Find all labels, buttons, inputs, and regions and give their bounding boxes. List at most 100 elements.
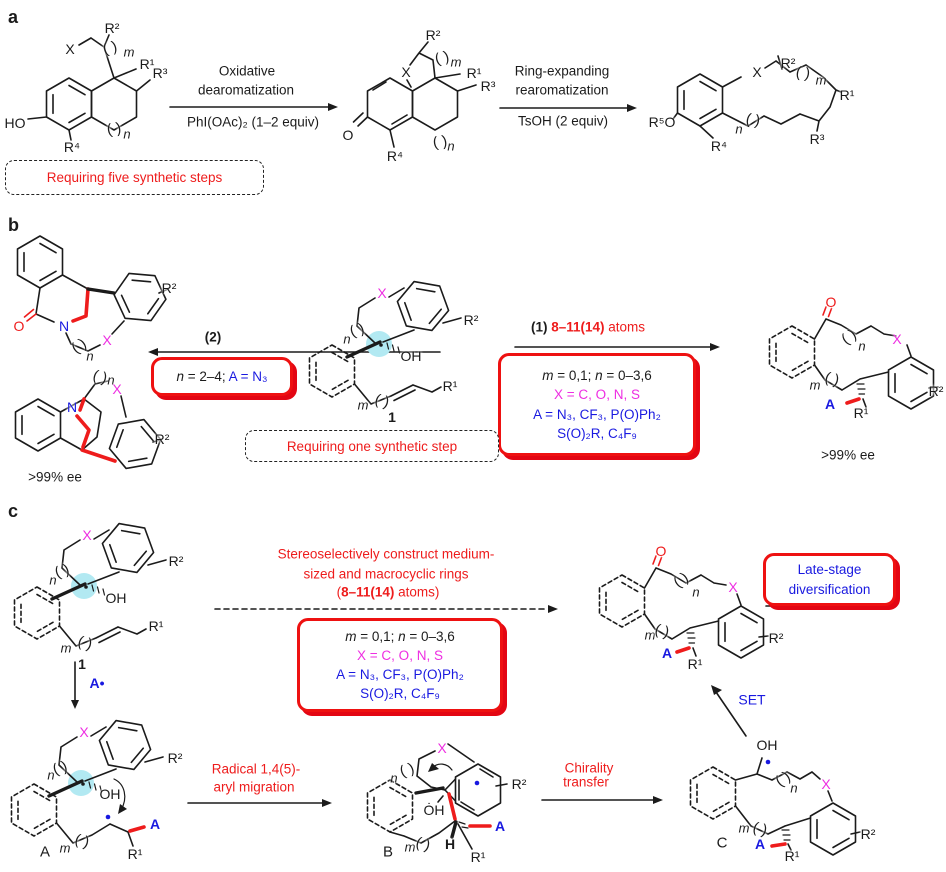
atom-label: X (892, 331, 902, 347)
atom-label: A (661, 645, 673, 661)
atom-label: N (66, 399, 78, 415)
scope-b-line2: X = C, O, N, S (554, 387, 640, 403)
atom-label: HO (4, 115, 26, 131)
atom-label: OH (105, 590, 127, 606)
oxidative-line2: dearomatization (197, 82, 295, 98)
radical-migration-line1: Radical 1,4(5)- (211, 761, 301, 777)
scope-box-b: m = 0,1; n = 0–3,6 X = C, O, N, S A = N₃… (498, 353, 696, 456)
atom-label: m (809, 377, 821, 393)
atom-label: m (404, 839, 416, 855)
scope-b-line4: S(O)₂R, C₄F₉ (557, 425, 637, 441)
atom-label: X (821, 776, 831, 792)
chirality-transfer-line2: transfer (563, 774, 609, 790)
atom-label: n (390, 770, 398, 786)
atom-label: O (13, 318, 25, 334)
atom-label: m (59, 840, 71, 856)
note-five-steps-box: Requiring five synthetic steps (5, 160, 264, 195)
atom-label: n (858, 338, 866, 354)
atom-label: m (357, 397, 369, 413)
atom-label: OH (99, 786, 121, 802)
rearomatization-line2: rearomatization (515, 82, 609, 98)
atom-label: ȮH (423, 802, 445, 818)
scope-c-line2: X = C, O, N, S (357, 647, 443, 663)
atom-label: R² (167, 750, 183, 766)
atom-label: R³ (809, 131, 825, 147)
note-one-step: Requiring one synthetic step (286, 438, 458, 454)
atom-label: R⁴ (63, 139, 81, 155)
atom-label: A (824, 396, 836, 412)
atom-label: C (716, 834, 728, 852)
structure-b-product (770, 307, 939, 409)
atom-label: R⁵O (648, 114, 676, 130)
structure-a-dienone (352, 41, 477, 148)
scope-c-line1: m = 0,1; n = 0–3,6 (345, 628, 455, 644)
late-stage-line1: Late-stage (797, 562, 862, 578)
atom-label: A (39, 843, 51, 861)
structure-c-B (366, 743, 508, 850)
set-label: SET (738, 691, 766, 708)
atom-label: m (644, 627, 656, 643)
arrow-set (711, 685, 747, 737)
atom-label: R¹ (442, 378, 458, 394)
atom-label: R³ (152, 65, 168, 81)
oxidative-reagent: PhI(OAc)₂ (1–2 equiv) (186, 114, 320, 130)
scope-c-line3: A = N₃, CF₃, P(O)Ph₂ (336, 667, 464, 682)
atom-label: H (444, 836, 456, 852)
atom-label: R² (780, 55, 796, 71)
atom-label: R² (104, 20, 120, 36)
atom-label: m (60, 640, 72, 656)
atom-label: O (825, 294, 837, 310)
oxidative-line1: Oxidative (218, 63, 276, 79)
atom-label: B (382, 843, 394, 861)
arrow-a1 (169, 103, 338, 111)
atom-label: n (692, 584, 700, 600)
atom-label: R¹ (470, 849, 486, 865)
atom-label: X (112, 381, 122, 397)
atom-label: X (65, 41, 75, 57)
atom-label: R¹ (148, 618, 164, 634)
atom-label: ( ) (744, 110, 762, 130)
atom-label: n (447, 138, 455, 154)
atom-label: n (86, 348, 94, 364)
atom-label: ( ) (794, 63, 812, 83)
atom-label: A• (89, 675, 105, 691)
atom-label: R¹ (853, 405, 869, 421)
structure-a-start (27, 34, 151, 141)
atom-label: R¹ (466, 65, 482, 81)
atom-label: A (754, 836, 766, 852)
route2-conditions: n = 2–4; A = N₃ (176, 368, 268, 384)
atom-label: n (790, 780, 798, 796)
atom-label: R⁴ (710, 138, 728, 154)
atom-label: R¹ (139, 56, 155, 72)
atom-label: R² (463, 312, 479, 328)
atom-label: R¹ (687, 656, 703, 672)
structure-b-lactam (16, 235, 173, 352)
rearomatization-reagent: TsOH (2 equiv) (517, 113, 609, 129)
atom-label: 1 (78, 656, 86, 672)
scope-c-line4: S(O)₂R, C₄F₉ (360, 686, 440, 702)
atom-label: R² (768, 630, 784, 646)
atom-label: ( ) (105, 119, 123, 139)
atom-label: m (450, 54, 462, 70)
atom-label: R³ (480, 78, 496, 94)
late-stage-box: Late-stage diversification (763, 553, 896, 606)
structure-c-A (12, 713, 164, 847)
arrow-c-bottom2 (541, 796, 663, 804)
atom-label: R² (425, 27, 441, 43)
headline-line1: Stereoselectively construct medium- (277, 546, 495, 562)
arrow-a2 (499, 104, 637, 112)
atom-label: X (82, 527, 92, 543)
note-five-steps: Requiring five synthetic steps (46, 170, 223, 185)
atom-label: X (752, 64, 762, 80)
atom-label: n (49, 572, 57, 588)
headline-line3: (8–11(14) atoms) (336, 584, 440, 600)
radical-migration-line2: aryl migration (213, 779, 295, 795)
atom-label: O (342, 127, 354, 143)
atom-label: OH (756, 737, 778, 753)
atom-label: m (815, 72, 827, 88)
route2-conditions-box: n = 2–4; A = N₃ (151, 357, 293, 396)
atom-label: N (58, 318, 70, 334)
atom-label: R² (928, 383, 944, 399)
atom-label: m (123, 44, 135, 60)
